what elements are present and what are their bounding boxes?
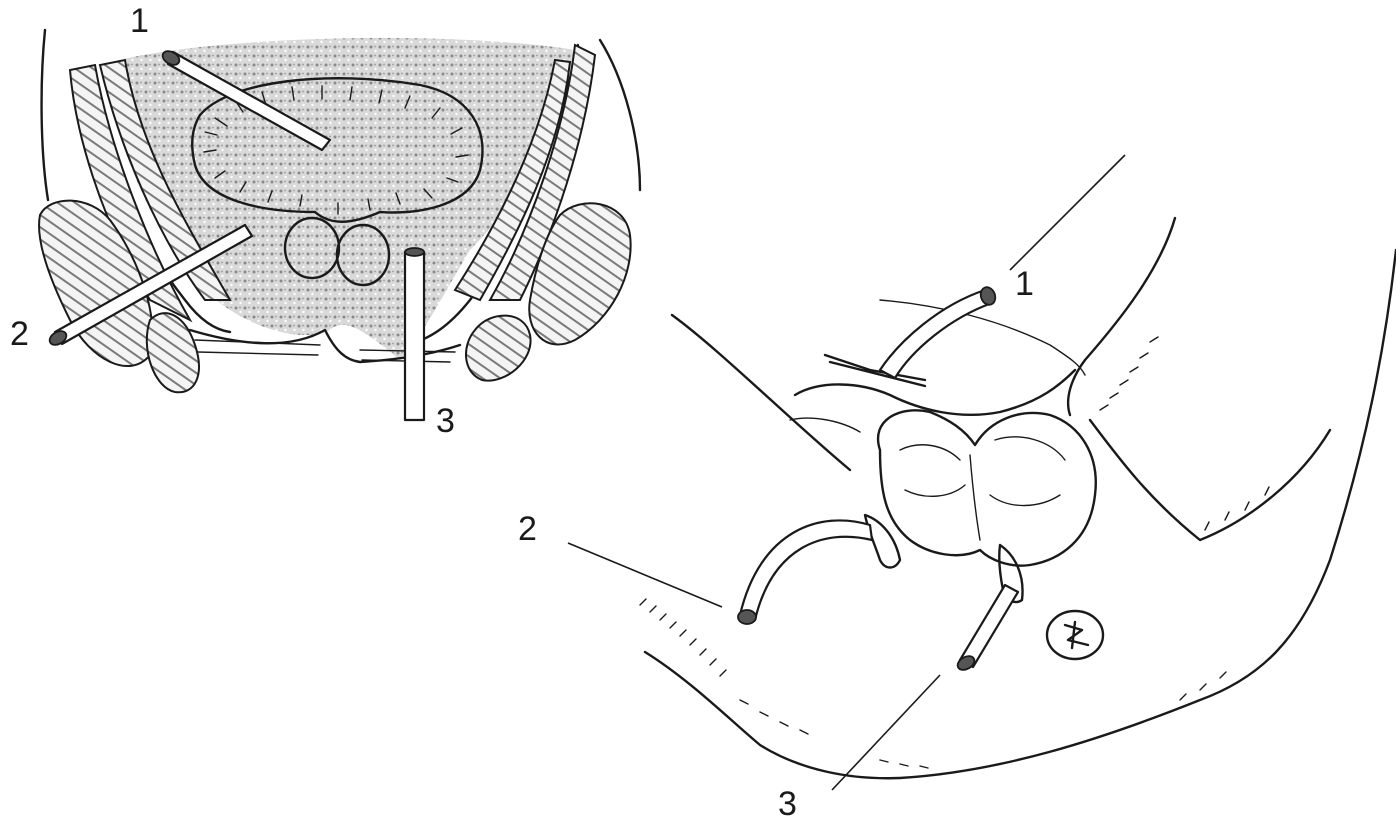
leader-line-2 [568, 543, 722, 607]
buttock-contour-inner [1090, 420, 1330, 540]
drain-tube-3 [405, 248, 424, 420]
perineal-drain-tube-2 [738, 520, 872, 624]
perineal-mass-folds [900, 437, 1065, 540]
cross-section-label-1: 1 [130, 2, 149, 40]
perineal-mass [878, 410, 1096, 565]
pelvic-cross-section: 1 2 3 [10, 2, 640, 440]
right-ischium-small [466, 316, 531, 381]
perineal-drain-tube-1 [880, 285, 998, 378]
thigh-outline-upper [672, 315, 850, 470]
skin-shading-strokes [640, 337, 1269, 768]
pelvic-outline-left [42, 30, 48, 200]
perineal-drain-tube-3 [955, 585, 1018, 673]
perineal-label-3: 3 [778, 785, 797, 817]
left-ischium-small [147, 313, 199, 392]
perineal-label-1: 1 [1015, 265, 1034, 303]
perineal-label-2: 2 [518, 510, 537, 548]
cross-section-label-2: 2 [10, 315, 29, 353]
cross-section-label-3: 3 [436, 402, 455, 440]
perineal-view: 1 2 3 [518, 155, 1396, 817]
leader-line-1 [1010, 155, 1125, 270]
anus-pucker [1065, 622, 1088, 648]
thigh-outline-lower [645, 250, 1396, 778]
buttock-contour [1068, 218, 1175, 415]
leader-line-3 [832, 675, 940, 790]
upper-incision-fold [795, 370, 1075, 415]
pelvic-outline-right [600, 40, 640, 190]
